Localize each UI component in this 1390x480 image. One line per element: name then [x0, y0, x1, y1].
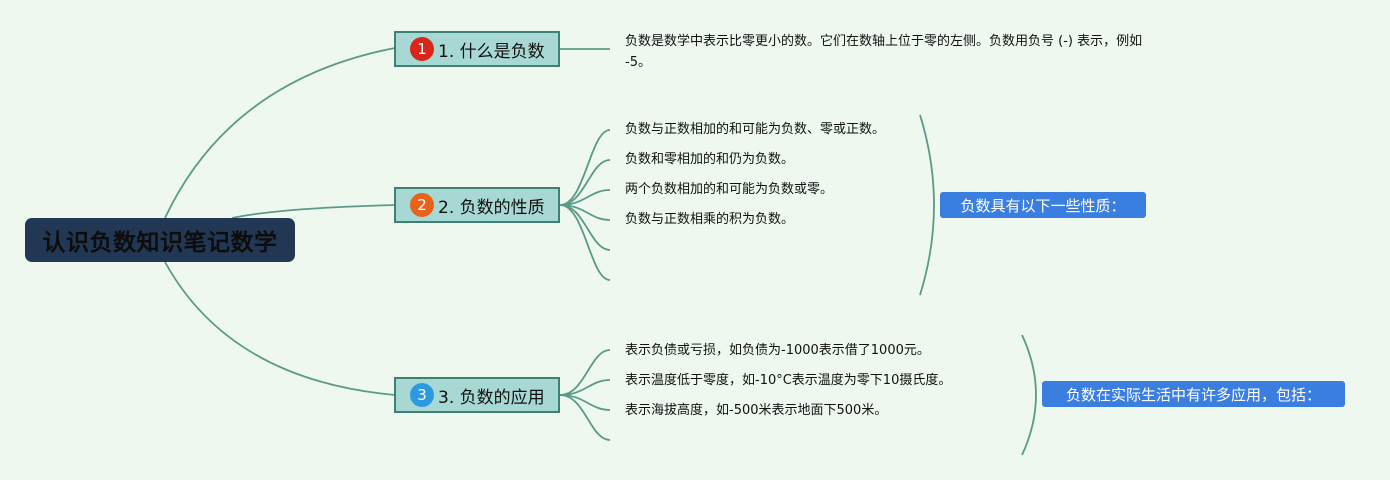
- connector-branch-2-leaf-1: [559, 129, 611, 206]
- leaf-application-2[interactable]: 表示温度低于零度，如-10°C表示温度为零下10摄氏度。: [625, 373, 952, 388]
- connector-branch-2-leaf-6: [559, 204, 611, 281]
- summary-properties[interactable]: 负数具有以下一些性质：: [940, 192, 1146, 218]
- leaf-application-3[interactable]: 表示海拔高度，如-500米表示地面下500米。: [625, 403, 888, 418]
- leaf-definition[interactable]: 负数是数学中表示比零更小的数。它们在数轴上位于零的左侧。负数用负号 (-) 表示…: [625, 34, 1143, 70]
- number-badge-icon: 3: [410, 383, 434, 407]
- branch-topic-label: 1. 什么是负数: [438, 41, 545, 62]
- branch-topic-2[interactable]: 2 2. 负数的性质: [394, 187, 560, 223]
- summary-bracket-3: [1021, 334, 1037, 456]
- branch-topic-label: 2. 负数的性质: [438, 197, 545, 218]
- root-topic-label: 认识负数知识笔记数学: [42, 230, 278, 256]
- leaf-property-3[interactable]: 两个负数相加的和可能为负数或零。: [625, 182, 834, 197]
- leaf-application-1[interactable]: 表示负债或亏损，如负债为-1000表示借了1000元。: [625, 343, 930, 358]
- connector-root-branch-3: [164, 261, 396, 396]
- summary-applications[interactable]: 负数在实际生活中有许多应用，包括：: [1042, 381, 1345, 407]
- branch-topic-3[interactable]: 3 3. 负数的应用: [394, 377, 560, 413]
- number-badge-icon: 1: [410, 37, 434, 61]
- root-topic[interactable]: 认识负数知识笔记数学: [25, 218, 295, 262]
- leaf-property-4[interactable]: 负数与正数相乘的积为负数。: [625, 212, 795, 227]
- number-badge-icon: 2: [410, 193, 434, 217]
- connector-branch-3-leaf-4: [559, 394, 611, 441]
- leaf-property-2[interactable]: 负数和零相加的和仍为负数。: [625, 152, 795, 167]
- leaf-property-1[interactable]: 负数与正数相加的和可能为负数、零或正数。: [625, 122, 886, 137]
- summary-bracket-2: [919, 114, 935, 296]
- branch-topic-1[interactable]: 1 1. 什么是负数: [394, 31, 560, 67]
- connector-root-branch-1: [164, 47, 396, 219]
- branch-topic-label: 3. 负数的应用: [438, 387, 545, 408]
- connector-root-branch-2: [231, 204, 396, 219]
